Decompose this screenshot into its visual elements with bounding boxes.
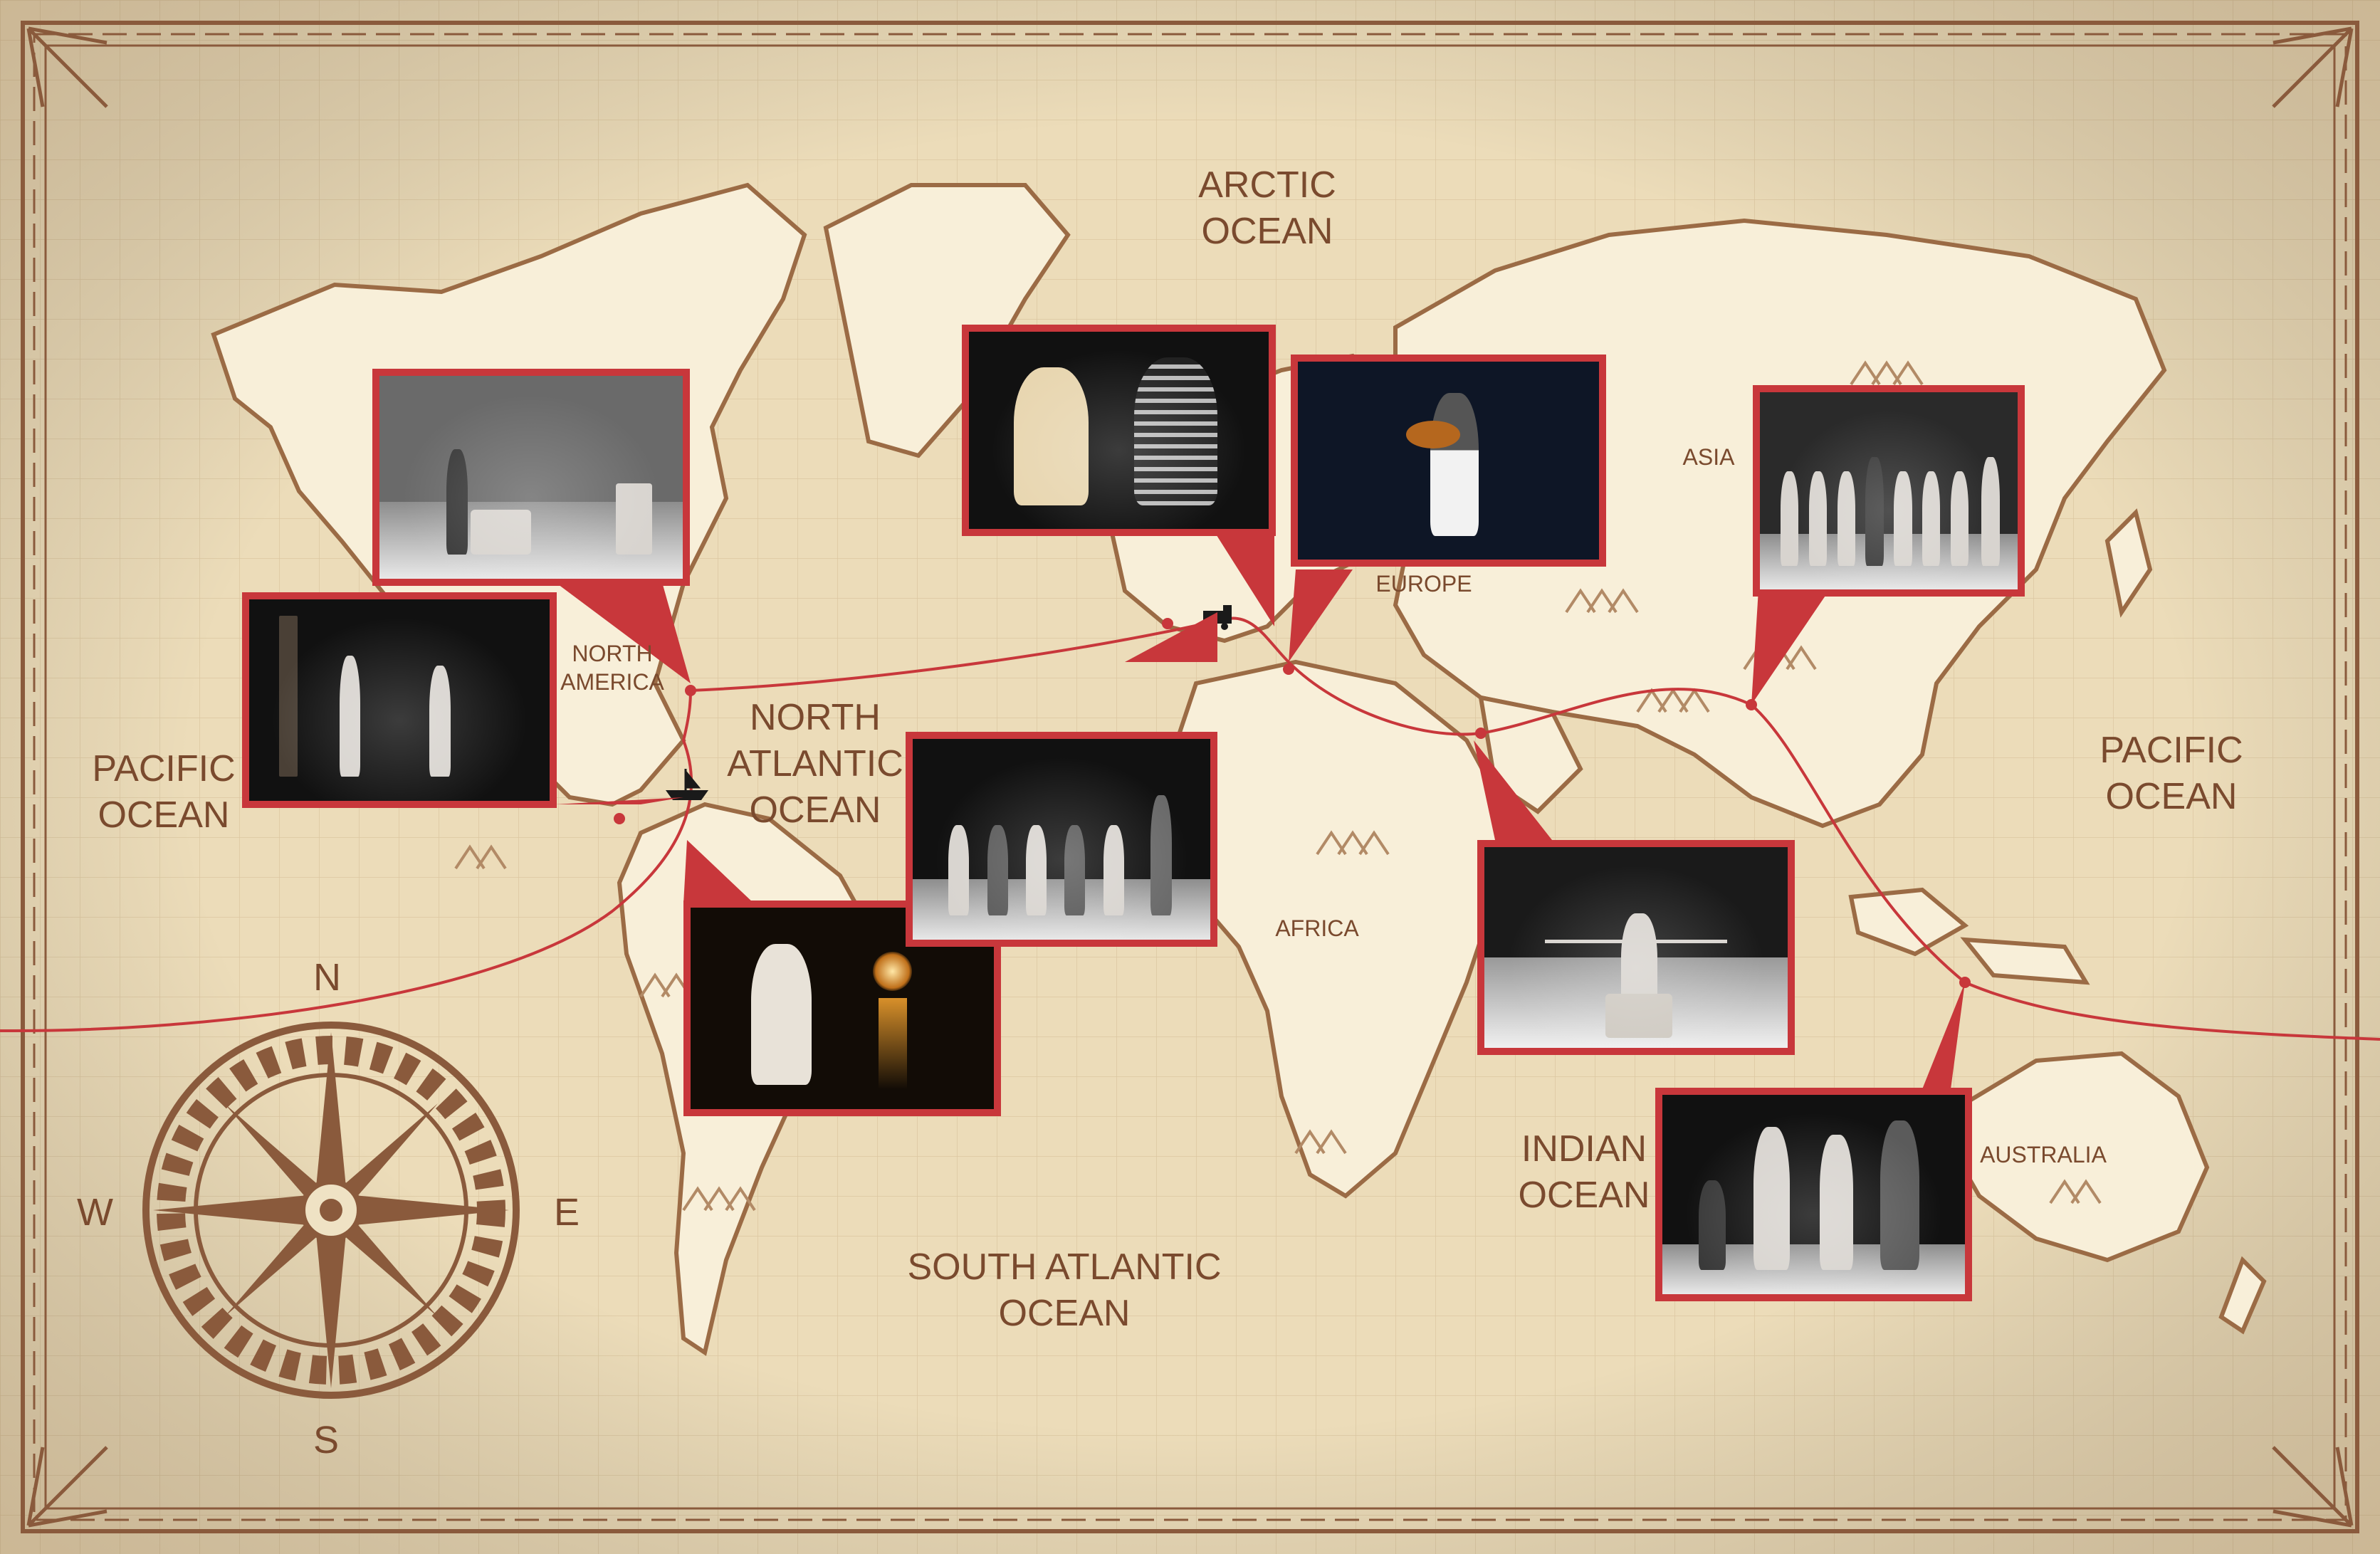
compass-west: W	[77, 1191, 113, 1234]
photo-group-suitcases	[906, 732, 1217, 947]
label-asia: ASIA	[1682, 444, 1735, 470]
photo-woman-roast	[1291, 355, 1606, 567]
ship-icon	[666, 768, 708, 800]
compass-north: N	[313, 956, 341, 999]
label-australia: AUSTRALIA	[1980, 1142, 2107, 1167]
photo-couple	[962, 325, 1276, 536]
voyage-route	[0, 616, 2380, 1041]
photo-australia-group	[1655, 1088, 1972, 1301]
photo-north-america-1	[372, 369, 690, 586]
photo-asia-chorus	[1753, 385, 2025, 597]
photo-pointers	[555, 525, 1965, 1089]
photo-india-stumps	[1477, 840, 1795, 1055]
photo-north-america-2	[242, 592, 557, 808]
photo-atlantic-sailor	[683, 901, 1001, 1116]
label-africa: AFRICA	[1275, 915, 1359, 941]
compass-south: S	[313, 1419, 340, 1461]
compass-rose-icon	[142, 1022, 520, 1399]
map-frame	[21, 21, 2359, 1533]
corner-ornament-icon	[26, 26, 2354, 1528]
label-europe: EUROPE	[1375, 571, 1472, 597]
compass-east: E	[554, 1191, 580, 1234]
